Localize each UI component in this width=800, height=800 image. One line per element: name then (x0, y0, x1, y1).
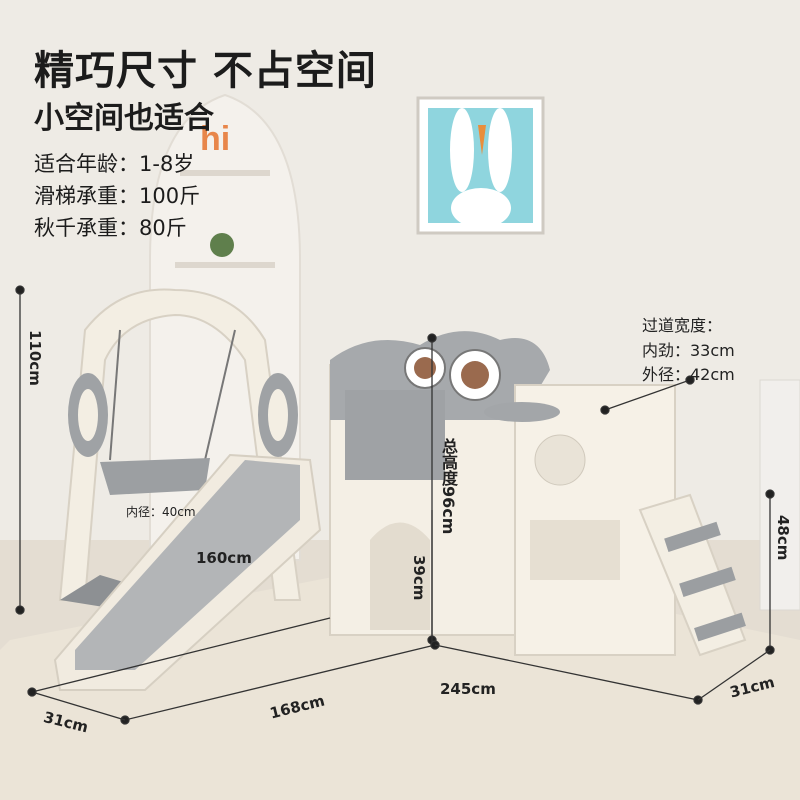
shelf (175, 262, 275, 268)
spec-swing-load-value: 80斤 (139, 216, 187, 240)
headline-title: 精巧尺寸 不占空间 (34, 48, 377, 94)
poster-logo: hi (200, 120, 230, 158)
spec-slide-load-label: 滑梯承重： (34, 184, 139, 208)
ladder (638, 493, 747, 657)
dim-total-length: 245cm (440, 680, 496, 698)
spec-list: 适合年龄：1-8岁 滑梯承重：100斤 秋千承重：80斤 (34, 148, 200, 244)
spec-age-label: 适合年龄： (34, 152, 139, 176)
passage-inner: 内劲：33cm (642, 341, 735, 360)
spec-slide-load-value: 100斤 (139, 184, 201, 208)
plant-icon (210, 233, 234, 257)
play-house (329, 331, 550, 636)
slide-bed (75, 460, 300, 670)
spec-swing-load: 秋千承重：80斤 (34, 212, 200, 244)
headline-subtitle: 小空间也适合 (34, 101, 214, 136)
passage-outer: 外径：42cm (642, 365, 735, 384)
dim-swing-height: 110cm (26, 330, 44, 386)
spec-swing-load-label: 秋千承重： (34, 216, 139, 240)
bunny-poster (416, 96, 545, 235)
spec-age-value: 1-8岁 (139, 152, 195, 176)
dim-slide-length: 160cm (196, 549, 252, 567)
dim-total-height: 总高度96cm (439, 438, 458, 535)
dimension-lines (15, 285, 775, 725)
dim-swing-inner: 内径：40cm (126, 505, 196, 519)
dim-step-height: 48cm (774, 515, 792, 561)
dim-arch-height: 39cm (410, 555, 428, 601)
shelf (180, 170, 270, 176)
spec-slide-load: 滑梯承重：100斤 (34, 180, 200, 212)
passage-title: 过道宽度： (642, 316, 723, 335)
spec-age: 适合年龄：1-8岁 (34, 148, 200, 180)
